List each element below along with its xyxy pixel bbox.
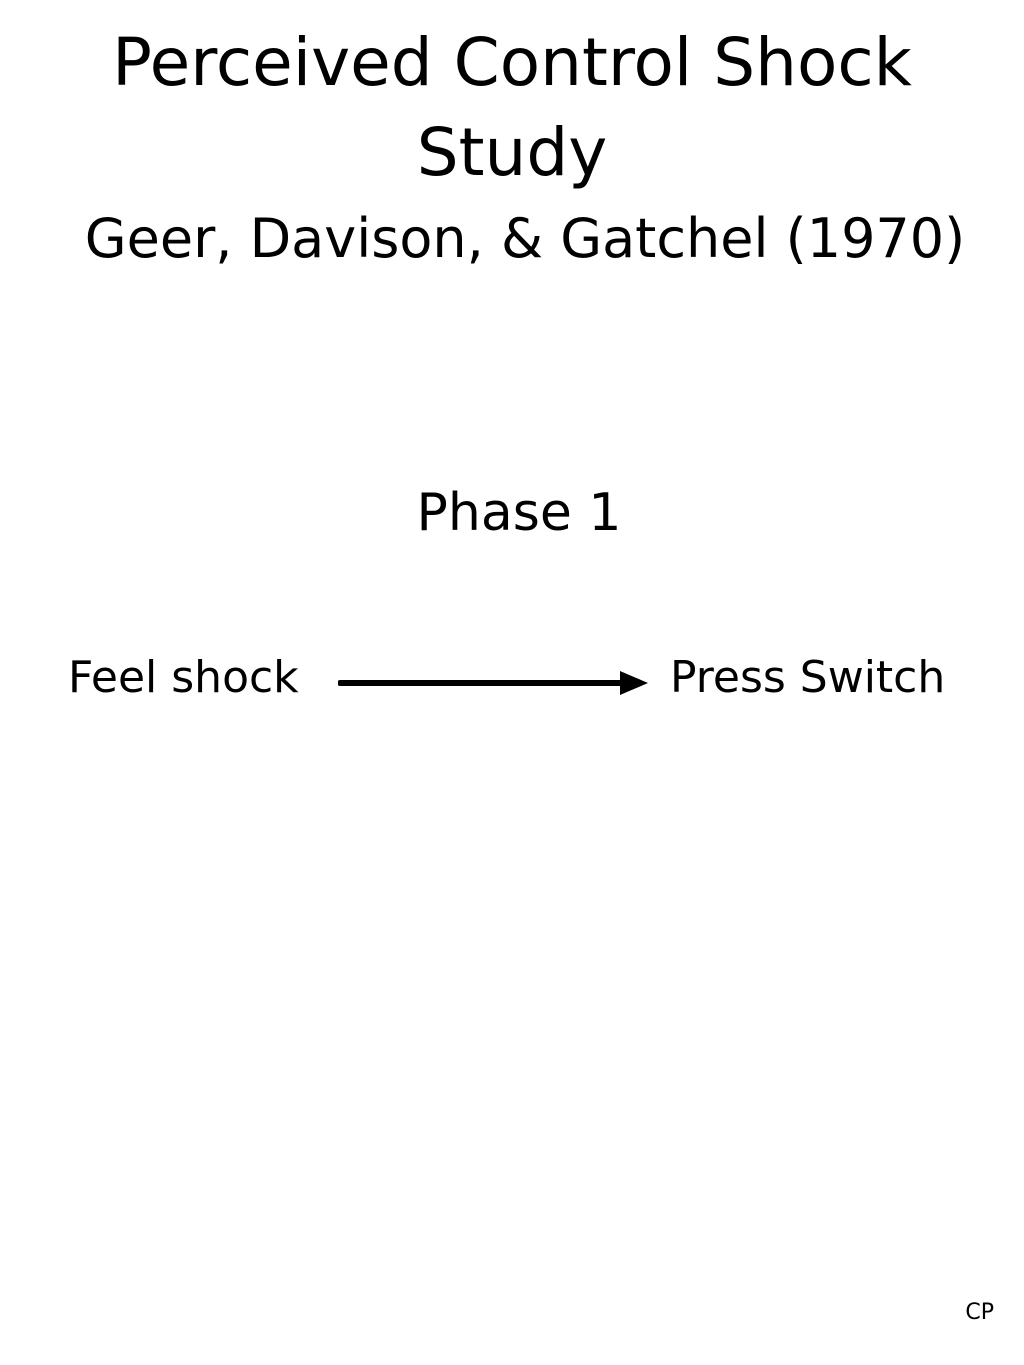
- slide-title: Perceived Control Shock Study: [40, 18, 984, 198]
- slide-subtitle: Geer, Davison, & Gatchel (1970): [84, 207, 966, 270]
- slide-title-line-2: Study: [416, 114, 608, 191]
- footer-initials: CP: [965, 1300, 994, 1325]
- right-arrow-icon: [338, 671, 648, 695]
- phase-label: Phase 1: [416, 483, 622, 543]
- flow-step-to: Press Switch: [670, 652, 946, 703]
- flow-step-from: Feel shock: [68, 652, 299, 703]
- slide-title-line-1: Perceived Control Shock: [112, 24, 912, 101]
